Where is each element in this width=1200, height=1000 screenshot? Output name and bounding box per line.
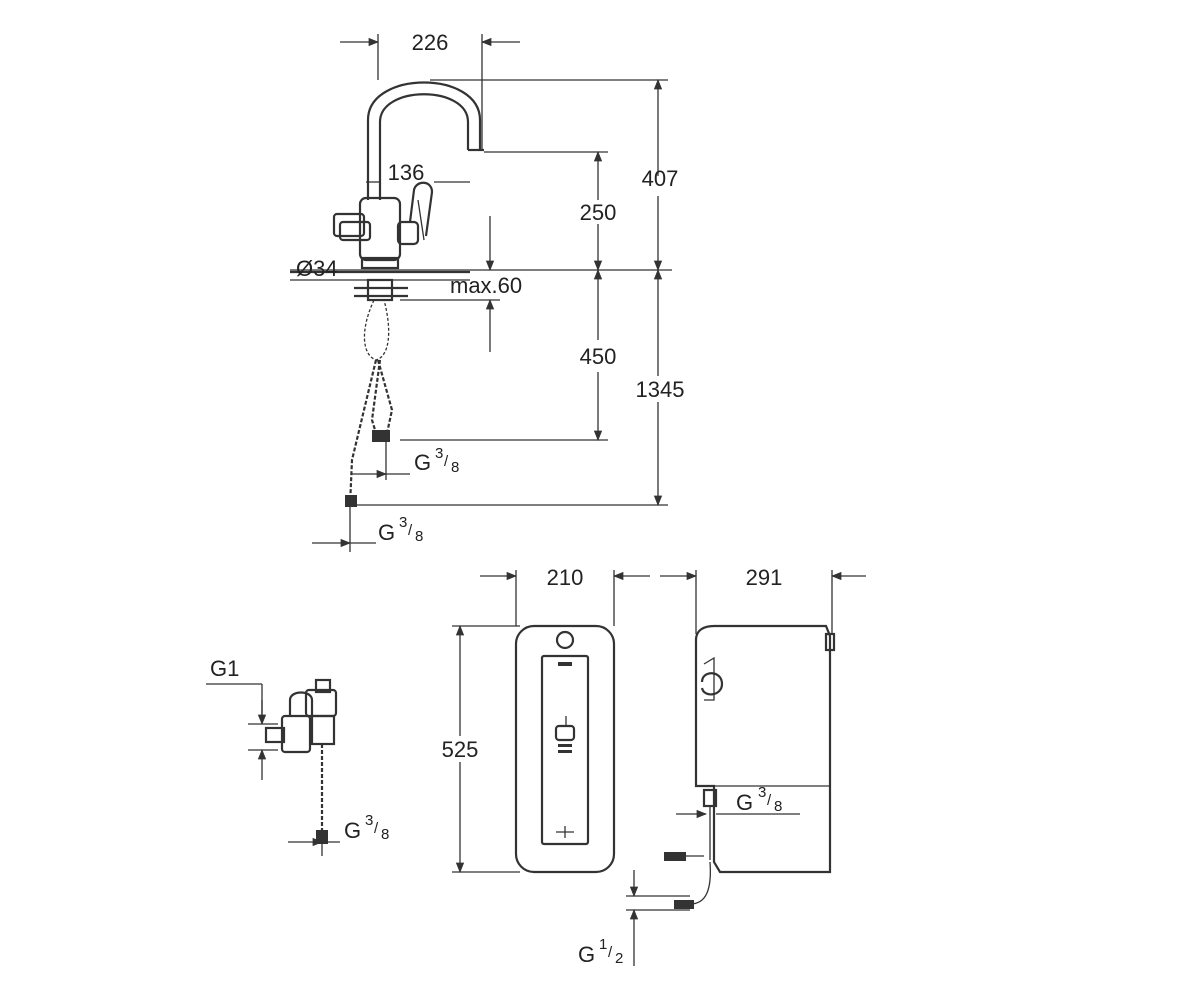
faucet-drawing: 226 407 250 136 Ø34 max.60 450 134 [290, 30, 684, 552]
svg-text:G: G [414, 450, 431, 475]
svg-text:/: / [608, 944, 613, 961]
svg-text:8: 8 [381, 826, 389, 843]
svg-text:8: 8 [451, 459, 459, 476]
svg-text:G: G [578, 942, 595, 967]
svg-text:G: G [736, 790, 753, 815]
svg-text:G: G [344, 818, 361, 843]
dim-hose: 450 [580, 344, 617, 369]
svg-text:G: G [378, 520, 395, 545]
dim-boiler-width: 210 [547, 565, 584, 590]
dim-boiler-depth: 291 [746, 565, 783, 590]
svg-text:8: 8 [774, 798, 782, 815]
thread-label-boiler-side: G 3 / 8 [736, 784, 782, 815]
dim-total-height: 407 [642, 166, 679, 191]
thread-label-inlet: G1 [210, 656, 239, 681]
boiler-side-drawing: 291 G 3 / 8 G 1 / 2 [578, 565, 866, 967]
svg-text:/: / [767, 792, 772, 809]
svg-text:8: 8 [415, 528, 423, 545]
dim-overall: 1345 [636, 377, 685, 402]
svg-text:1: 1 [599, 936, 607, 953]
svg-text:3: 3 [758, 784, 766, 801]
svg-text:/: / [444, 453, 449, 470]
svg-text:/: / [374, 820, 379, 837]
dim-spout-reach: 226 [412, 30, 449, 55]
svg-text:2: 2 [615, 950, 623, 967]
svg-text:/: / [408, 522, 413, 539]
dim-deck: max.60 [450, 273, 522, 298]
dim-boiler-height: 525 [442, 737, 479, 762]
dim-lever: 136 [388, 160, 425, 185]
thread-label-lower: G 3 / 8 [378, 514, 423, 545]
valve-drawing: G1 G 3 / 8 [206, 656, 389, 856]
thread-label-boiler-bottom: G 1 / 2 [578, 936, 623, 967]
dim-spout-height: 250 [580, 200, 617, 225]
svg-text:3: 3 [399, 514, 407, 531]
thread-label-upper: G 3 / 8 [414, 445, 459, 476]
dim-hole: Ø34 [296, 256, 338, 281]
svg-text:3: 3 [435, 445, 443, 462]
boiler-front-drawing: 210 525 [442, 565, 650, 874]
thread-label-valve-outlet: G 3 / 8 [344, 812, 389, 843]
svg-text:3: 3 [365, 812, 373, 829]
